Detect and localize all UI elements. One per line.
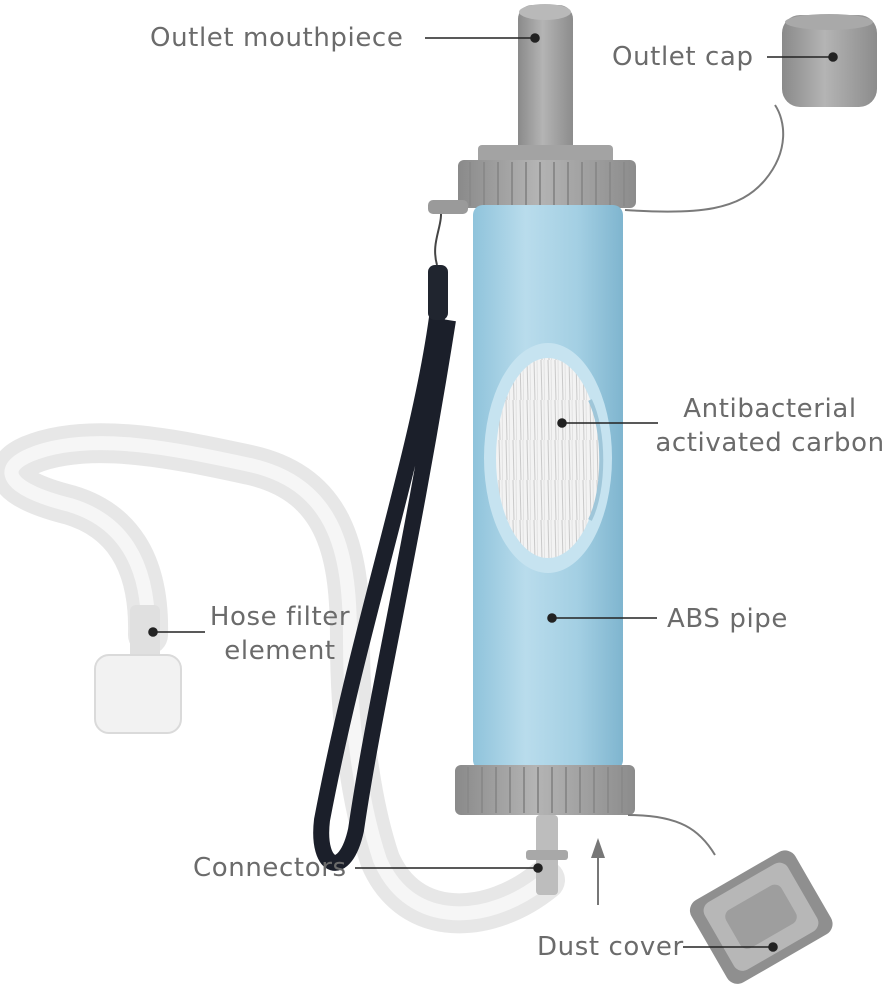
dust-cover	[627, 814, 833, 984]
flow-arrow-icon	[591, 838, 605, 905]
abs-pipe-label: ABS pipe	[667, 604, 788, 634]
hose-filter-element	[94, 605, 182, 734]
outlet-cap	[624, 14, 877, 213]
hose-tube-highlight	[4, 436, 552, 921]
top-collar	[428, 145, 636, 214]
outlet-mouthpiece	[518, 4, 573, 160]
outlet-mouthpiece-label: Outlet mouthpiece	[150, 23, 404, 53]
carbon-label: Antibacterial activated carbon	[655, 392, 885, 460]
carbon-label-line2: activated carbon	[655, 428, 885, 458]
bottom-collar	[455, 765, 635, 815]
hose-filter-label-line2: element	[224, 636, 336, 666]
carbon-label-line1: Antibacterial	[683, 394, 857, 424]
abs-pipe	[473, 205, 623, 770]
connectors-label: Connectors	[193, 853, 347, 883]
hose-filter-label-line1: Hose filter	[209, 602, 351, 632]
lanyard-strap	[313, 204, 456, 871]
hose-filter-label: Hose filter element	[205, 600, 355, 668]
dust-cover-label: Dust cover	[537, 932, 684, 962]
outlet-cap-label: Outlet cap	[612, 42, 754, 72]
leader-lines	[148, 33, 838, 952]
connector-nozzle	[526, 815, 568, 895]
